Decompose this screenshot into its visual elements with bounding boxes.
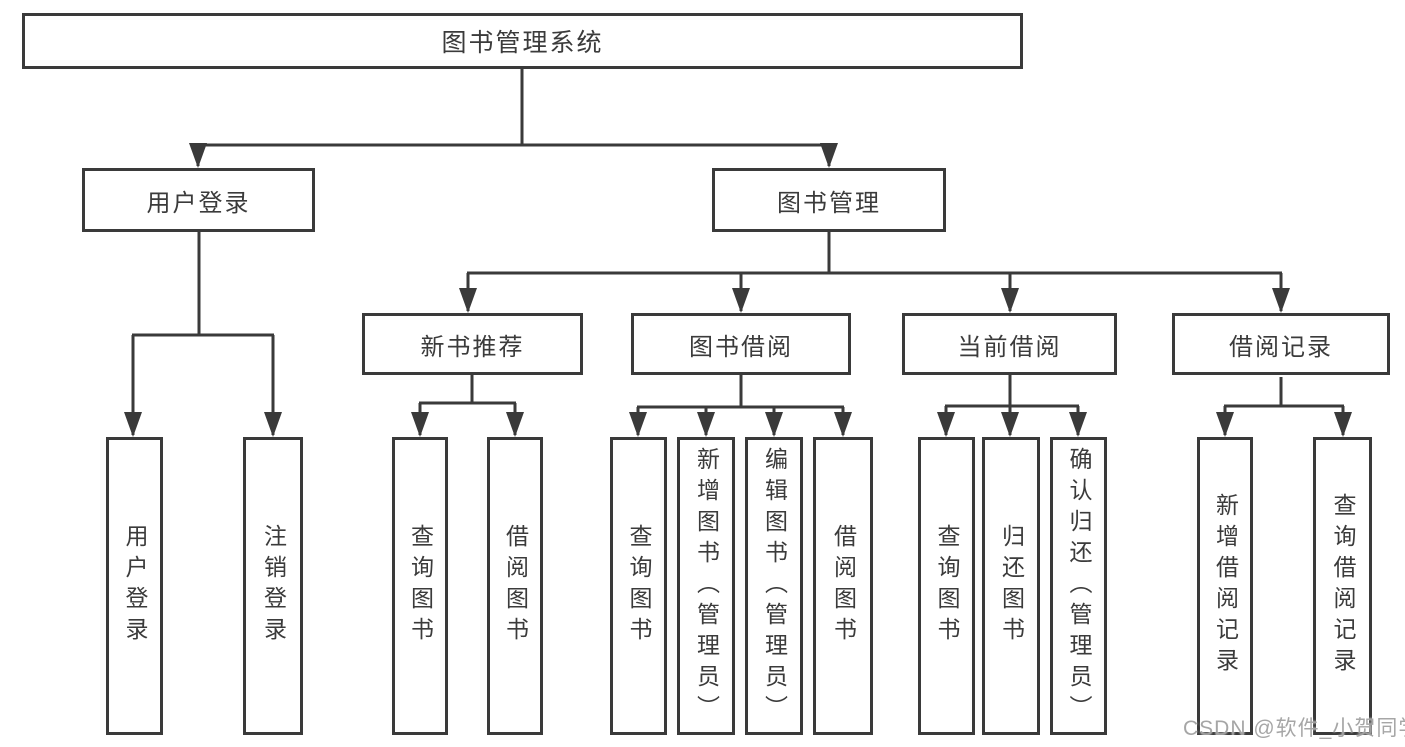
node-book-management: 图书管理 — [712, 168, 946, 232]
connector-currentborrow-to-leaves — [944, 375, 1080, 435]
node-book-borrowing: 图书借阅 — [631, 313, 851, 375]
leaf-confirm-return-admin: 确认归还（管理员） — [1050, 437, 1107, 735]
node-new-book-recommend: 新书推荐 — [362, 313, 583, 375]
leaf-label: 查询图书 — [407, 524, 434, 648]
connector-bookborrow-to-leaves — [636, 375, 845, 435]
leaf-query-books-recommend: 查询图书 — [392, 437, 448, 735]
node-borrow-records: 借阅记录 — [1172, 313, 1390, 375]
leaf-label: 查询借阅记录 — [1330, 493, 1356, 679]
leaf-query-books-current: 查询图书 — [918, 437, 975, 735]
leaf-label: 查询图书 — [626, 524, 652, 648]
leaf-logout: 注销登录 — [243, 437, 303, 735]
connector-root-to-level2 — [196, 69, 831, 166]
node-root-system: 图书管理系统 — [22, 13, 1023, 69]
connector-bookmgmt-to-level3 — [466, 232, 1283, 311]
leaf-edit-books-admin: 编辑图书（管理员） — [745, 437, 803, 735]
leaf-query-books-borrowing: 查询图书 — [610, 437, 667, 735]
leaf-borrow-books-recommend: 借阅图书 — [487, 437, 543, 735]
leaf-label: 确认归还（管理员） — [1066, 446, 1092, 726]
connector-borrowrecord-to-leaves — [1223, 377, 1345, 435]
leaf-label: 注销登录 — [260, 524, 287, 648]
leaf-return-books: 归还图书 — [982, 437, 1040, 735]
connector-userlogin-to-leaves — [131, 232, 275, 435]
leaf-add-borrow-record: 新增借阅记录 — [1197, 437, 1253, 735]
leaf-add-books-admin: 新增图书（管理员） — [677, 437, 735, 735]
leaf-label: 借阅图书 — [502, 524, 529, 648]
node-current-borrowing: 当前借阅 — [902, 313, 1117, 375]
leaf-query-borrow-record: 查询借阅记录 — [1313, 437, 1372, 735]
leaf-label: 用户登录 — [122, 524, 148, 648]
connector-newbook-to-leaves — [418, 375, 517, 435]
leaf-label: 新增图书（管理员） — [693, 446, 720, 726]
leaf-label: 新增借阅记录 — [1212, 493, 1239, 679]
leaf-label: 借阅图书 — [830, 524, 857, 648]
leaf-label: 查询图书 — [934, 524, 960, 648]
csdn-watermark: CSDN @软件_小贺同学 — [1183, 717, 1405, 740]
leaf-label: 编辑图书（管理员） — [761, 446, 788, 726]
node-user-login: 用户登录 — [82, 168, 315, 232]
leaf-label: 归还图书 — [998, 524, 1025, 648]
leaf-borrow-books: 借阅图书 — [813, 437, 873, 735]
leaf-user-login: 用户登录 — [106, 437, 163, 735]
